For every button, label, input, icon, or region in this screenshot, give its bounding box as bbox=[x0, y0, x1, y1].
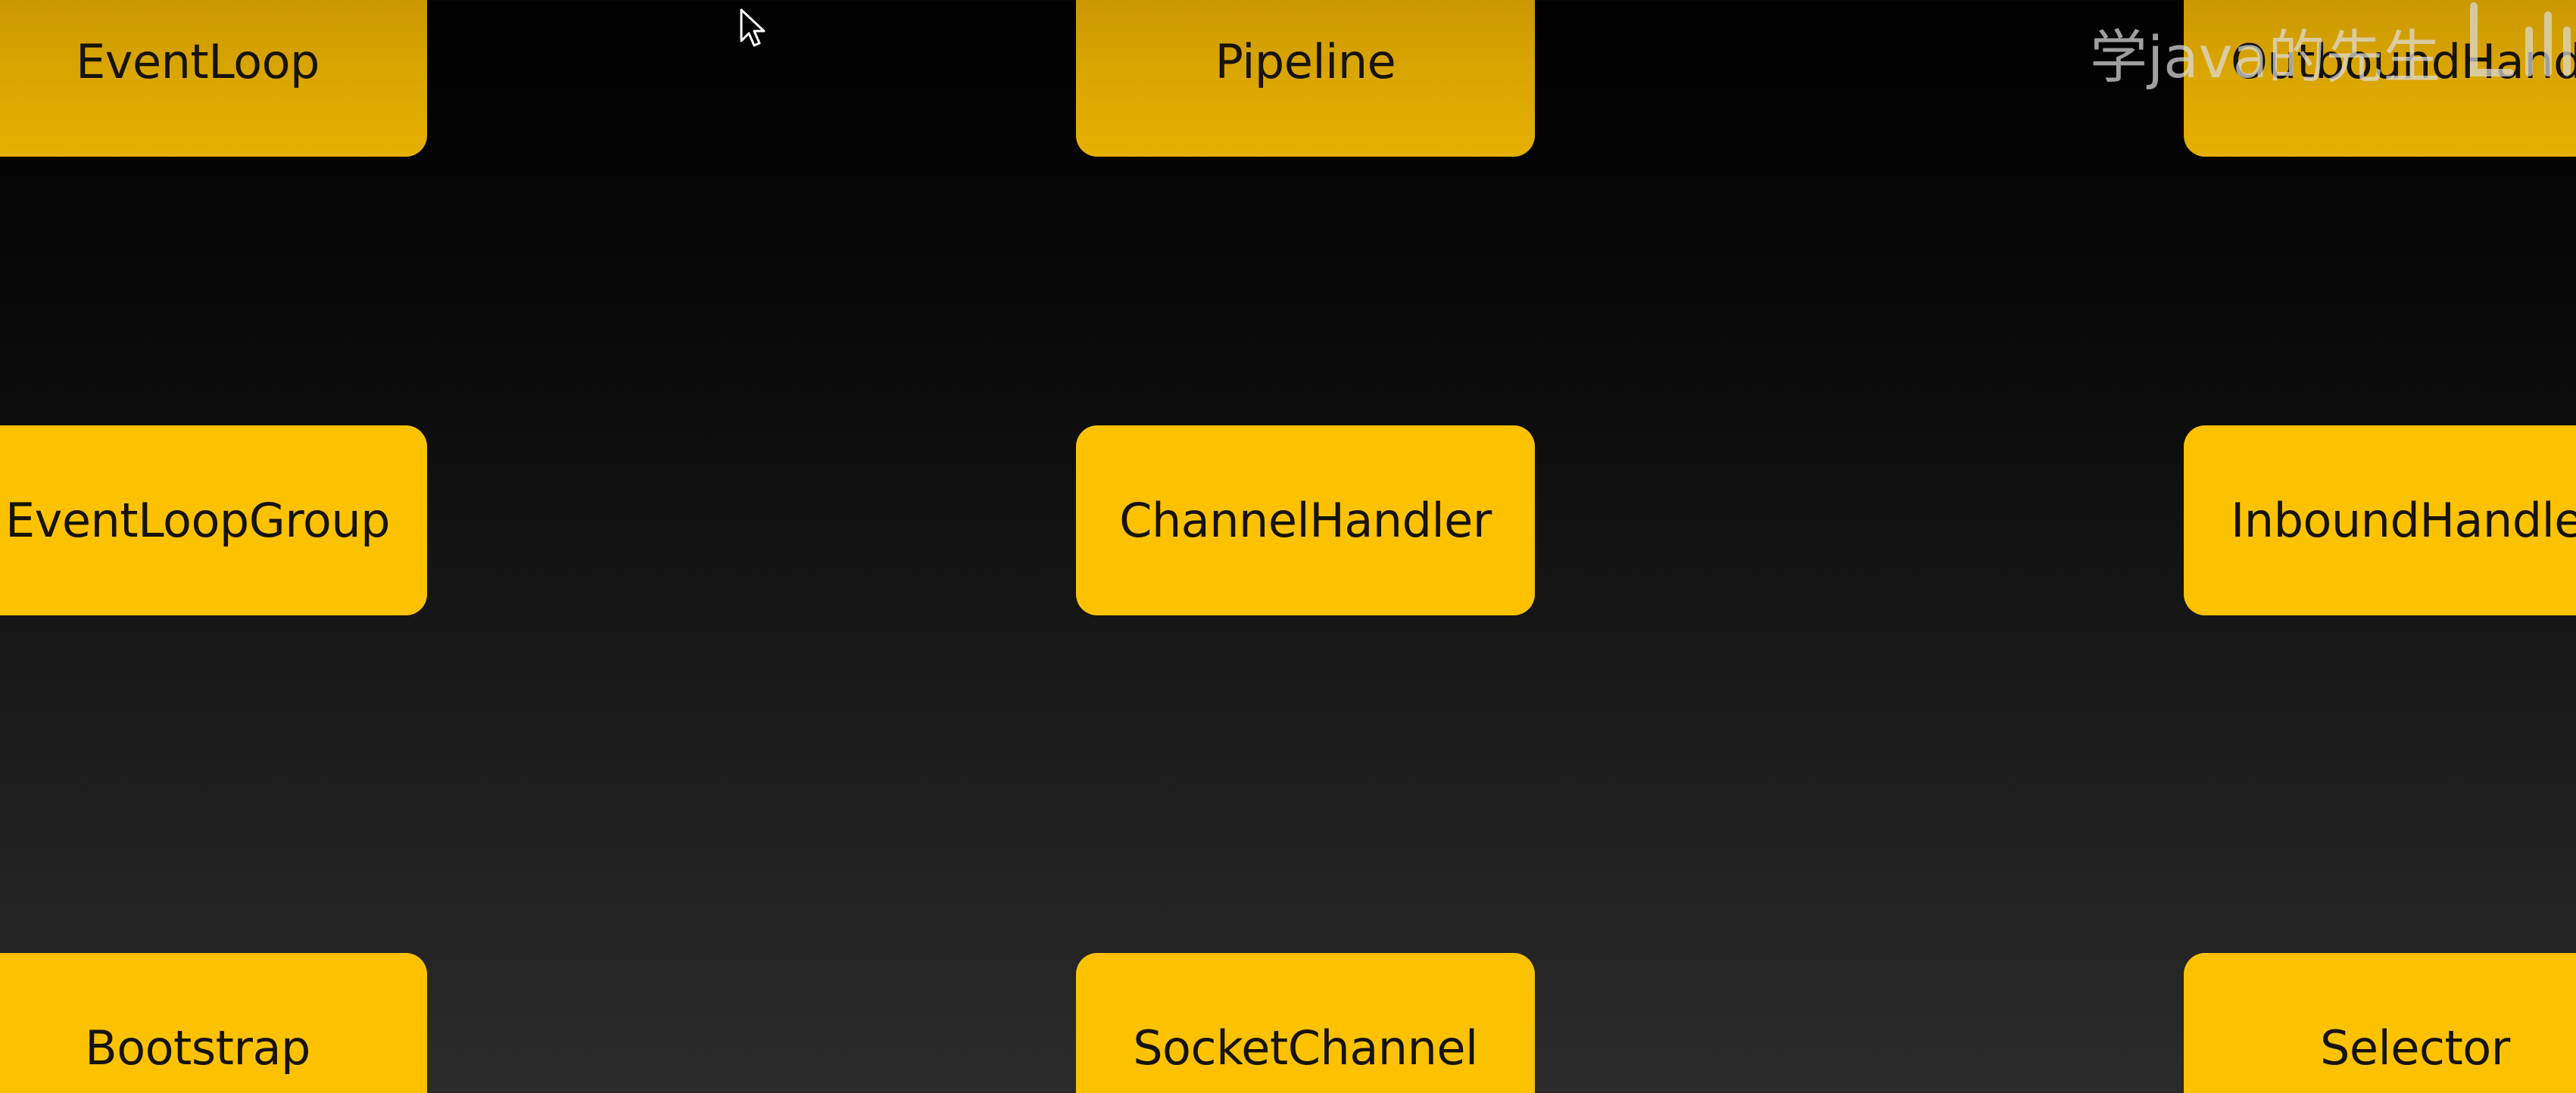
outbound-handler-box: OutboundHandler bbox=[2184, 0, 2576, 157]
inbound-handler-label: InboundHandler bbox=[2231, 493, 2576, 548]
selector-label: Selector bbox=[2320, 1020, 2510, 1076]
channelhandler-box: ChannelHandler bbox=[1076, 425, 1535, 615]
outbound-handler-label: OutboundHandler bbox=[2231, 34, 2576, 89]
socketchannel-label: SocketChannel bbox=[1133, 1020, 1478, 1076]
mouse-cursor-icon bbox=[740, 8, 766, 47]
pipeline-label: Pipeline bbox=[1215, 34, 1396, 89]
inbound-handler-box: InboundHandler bbox=[2184, 425, 2576, 615]
bootstrap-box: Bootstrap bbox=[0, 953, 427, 1093]
eventloopgroup-box: EventLoopGroup bbox=[0, 425, 427, 615]
bilibili-logo-icon bbox=[2470, 2, 2571, 76]
socketchannel-box: SocketChannel bbox=[1076, 953, 1535, 1093]
eventloop-label: EventLoop bbox=[76, 34, 320, 89]
eventloop-box: EventLoop bbox=[0, 0, 427, 157]
channelhandler-label: ChannelHandler bbox=[1119, 493, 1492, 548]
pipeline-box: Pipeline bbox=[1076, 0, 1535, 157]
selector-box: Selector bbox=[2184, 953, 2576, 1093]
watermark-text: 学java的先生 bbox=[2090, 23, 2441, 91]
bootstrap-label: Bootstrap bbox=[85, 1020, 310, 1076]
eventloopgroup-label: EventLoopGroup bbox=[5, 493, 391, 548]
